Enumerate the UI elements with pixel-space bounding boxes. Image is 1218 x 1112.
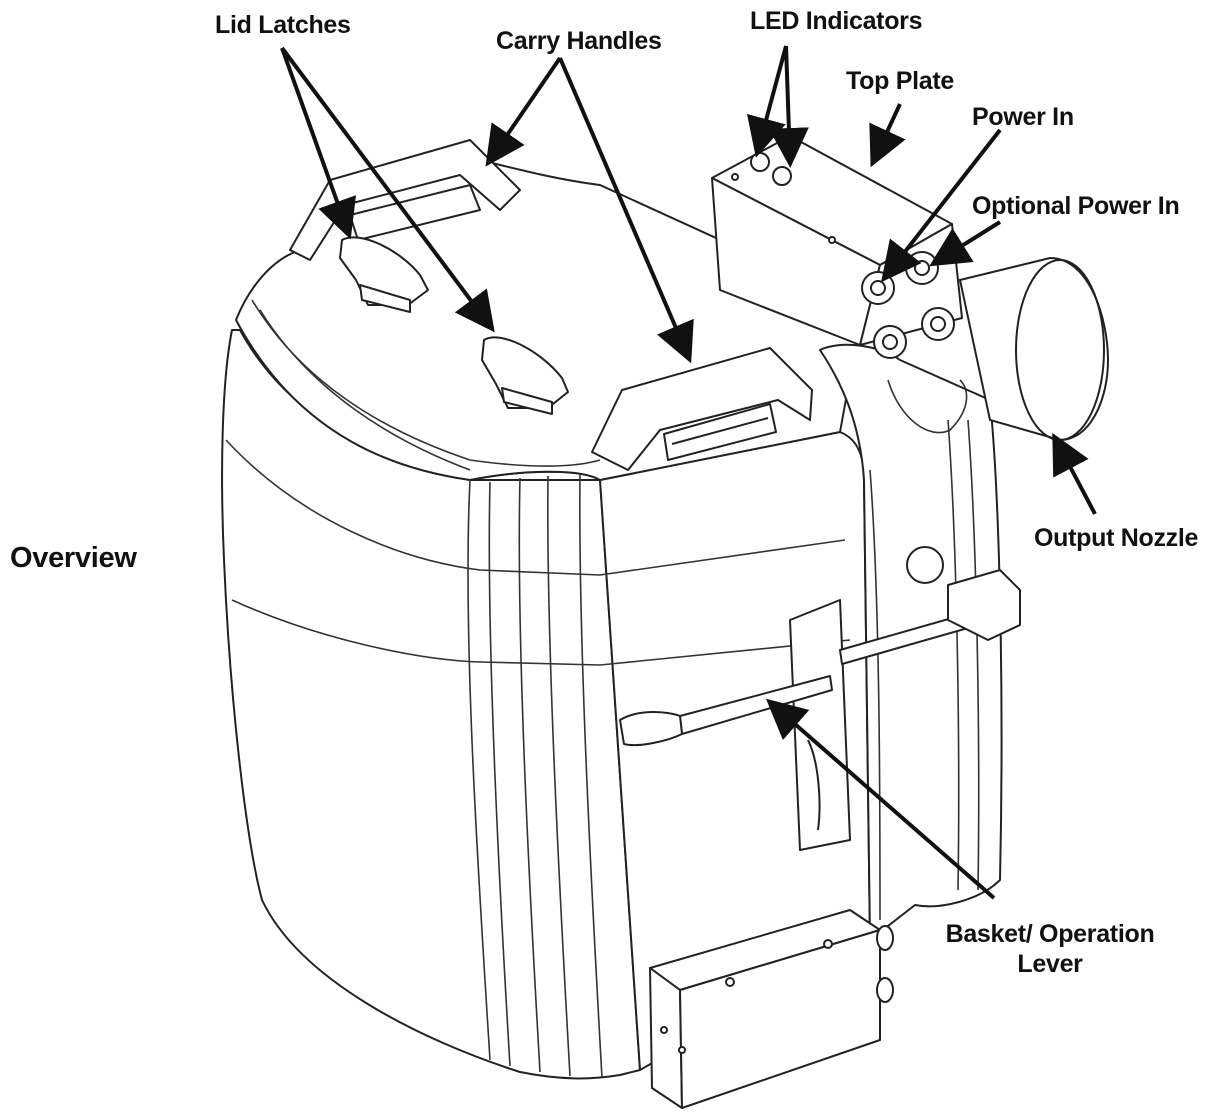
- label-optional-power-in: Optional Power In: [972, 192, 1180, 220]
- callout-arrows: [280, 45, 1097, 900]
- label-basket-line1: Basket/ Operation: [945, 920, 1155, 948]
- page-title: Overview: [10, 542, 137, 574]
- label-top-plate: Top Plate: [846, 67, 954, 95]
- operation-lever: [619, 546, 1021, 851]
- label-power-in: Power In: [972, 103, 1074, 131]
- label-carry-handles: Carry Handles: [496, 27, 662, 55]
- front-carry-handle: [591, 347, 813, 471]
- label-led-indicators: LED Indicators: [750, 7, 923, 35]
- label-lid-latches: Lid Latches: [215, 11, 351, 39]
- lid-latches: [339, 236, 569, 415]
- label-basket-line2: Lever: [1017, 950, 1083, 978]
- label-output-nozzle: Output Nozzle: [1034, 524, 1199, 552]
- bottom-control-box: [649, 909, 894, 1109]
- rear-carry-handle: [289, 139, 521, 261]
- label-basket-operation-lever: Basket/ Operation Lever: [938, 919, 1162, 979]
